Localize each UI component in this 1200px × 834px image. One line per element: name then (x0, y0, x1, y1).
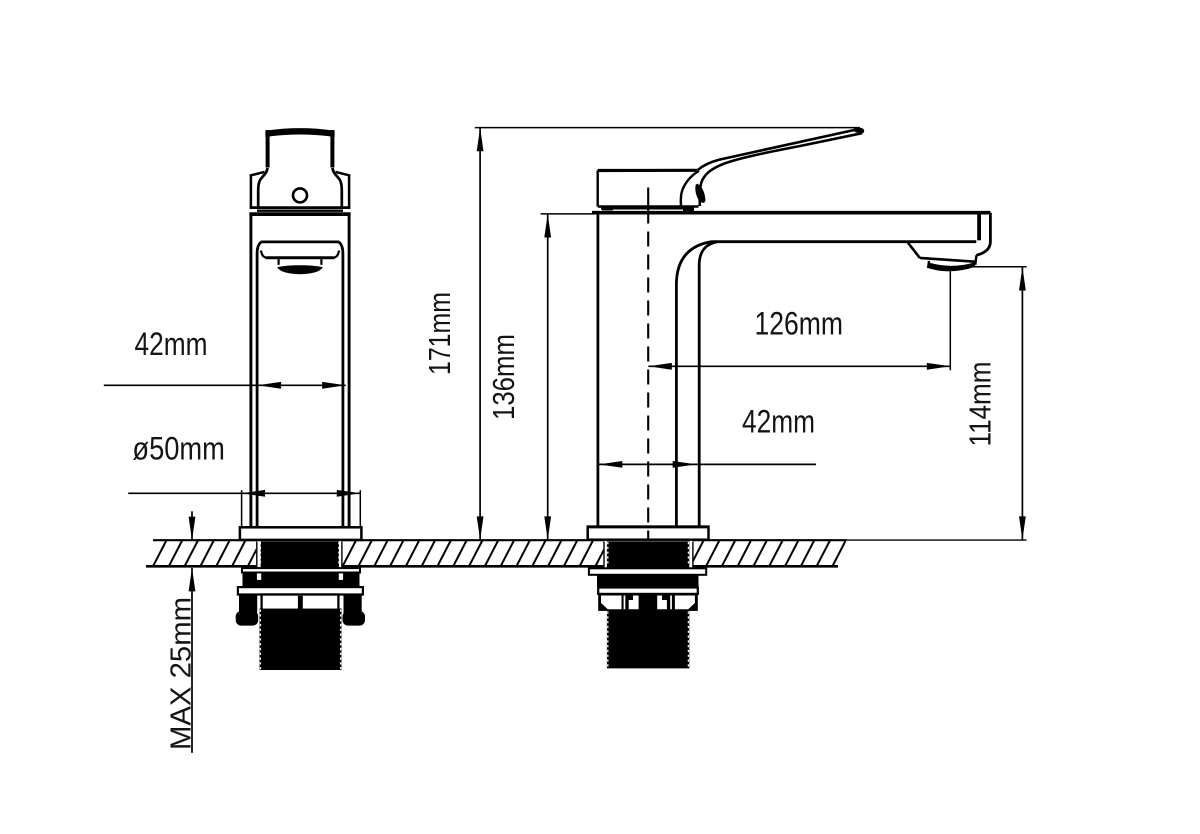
svg-text:42mm: 42mm (135, 326, 208, 362)
svg-text:114mm: 114mm (963, 362, 998, 447)
svg-text:126mm: 126mm (755, 305, 844, 341)
svg-text:MAX 25mm: MAX 25mm (166, 597, 198, 750)
svg-text:136mm: 136mm (486, 334, 521, 420)
svg-text:ø50mm: ø50mm (132, 431, 225, 467)
svg-text:42mm: 42mm (742, 404, 815, 440)
svg-text:171mm: 171mm (422, 292, 457, 375)
